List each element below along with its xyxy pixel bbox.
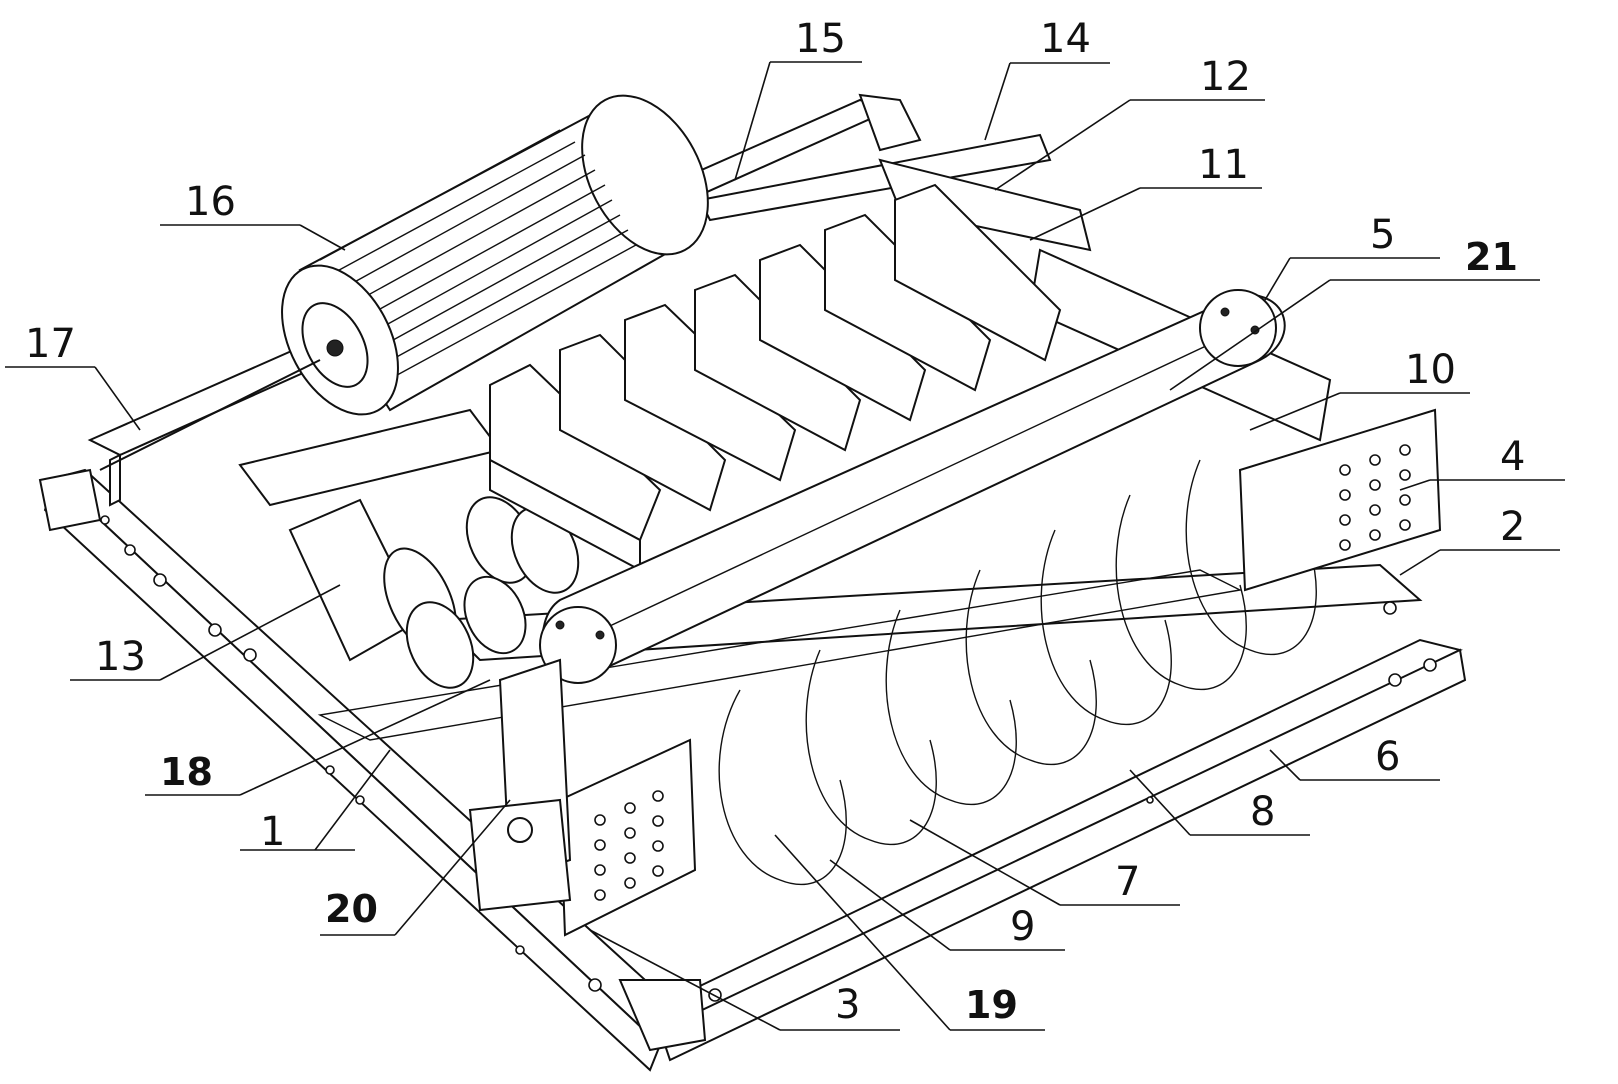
- belt-conveyor: [539, 289, 1286, 684]
- label-17: 17: [25, 321, 76, 367]
- label-3: 3: [835, 982, 860, 1028]
- label-1: 1: [260, 809, 285, 855]
- label-12: 12: [1200, 54, 1251, 100]
- support-column: [468, 658, 572, 912]
- label-11: 11: [1198, 142, 1249, 188]
- cable-drum: [99, 94, 709, 471]
- label-21: 21: [1465, 235, 1518, 279]
- motor-reel-assembly: [238, 408, 580, 689]
- label-13: 13: [95, 634, 146, 680]
- side-plates: [558, 408, 1442, 937]
- label-18: 18: [160, 750, 213, 794]
- label-2: 2: [1500, 504, 1525, 550]
- label-20: 20: [325, 887, 378, 931]
- module-row: [489, 183, 1062, 572]
- hose-array: [718, 459, 1317, 886]
- label-9: 9: [1010, 904, 1035, 950]
- leader-lines: [5, 61, 1565, 1031]
- label-19: 19: [965, 983, 1018, 1027]
- label-8: 8: [1250, 789, 1275, 835]
- label-5: 5: [1370, 212, 1395, 258]
- label-10: 10: [1405, 347, 1456, 393]
- label-16: 16: [185, 179, 236, 225]
- part-labels: 1 2 3 4 5 6 7 8 9 10 11 12 13 14 15 16 1…: [25, 16, 1525, 1028]
- label-15: 15: [795, 16, 846, 62]
- label-7: 7: [1115, 859, 1140, 905]
- label-14: 14: [1040, 16, 1091, 62]
- label-4: 4: [1500, 434, 1525, 480]
- label-6: 6: [1375, 734, 1400, 780]
